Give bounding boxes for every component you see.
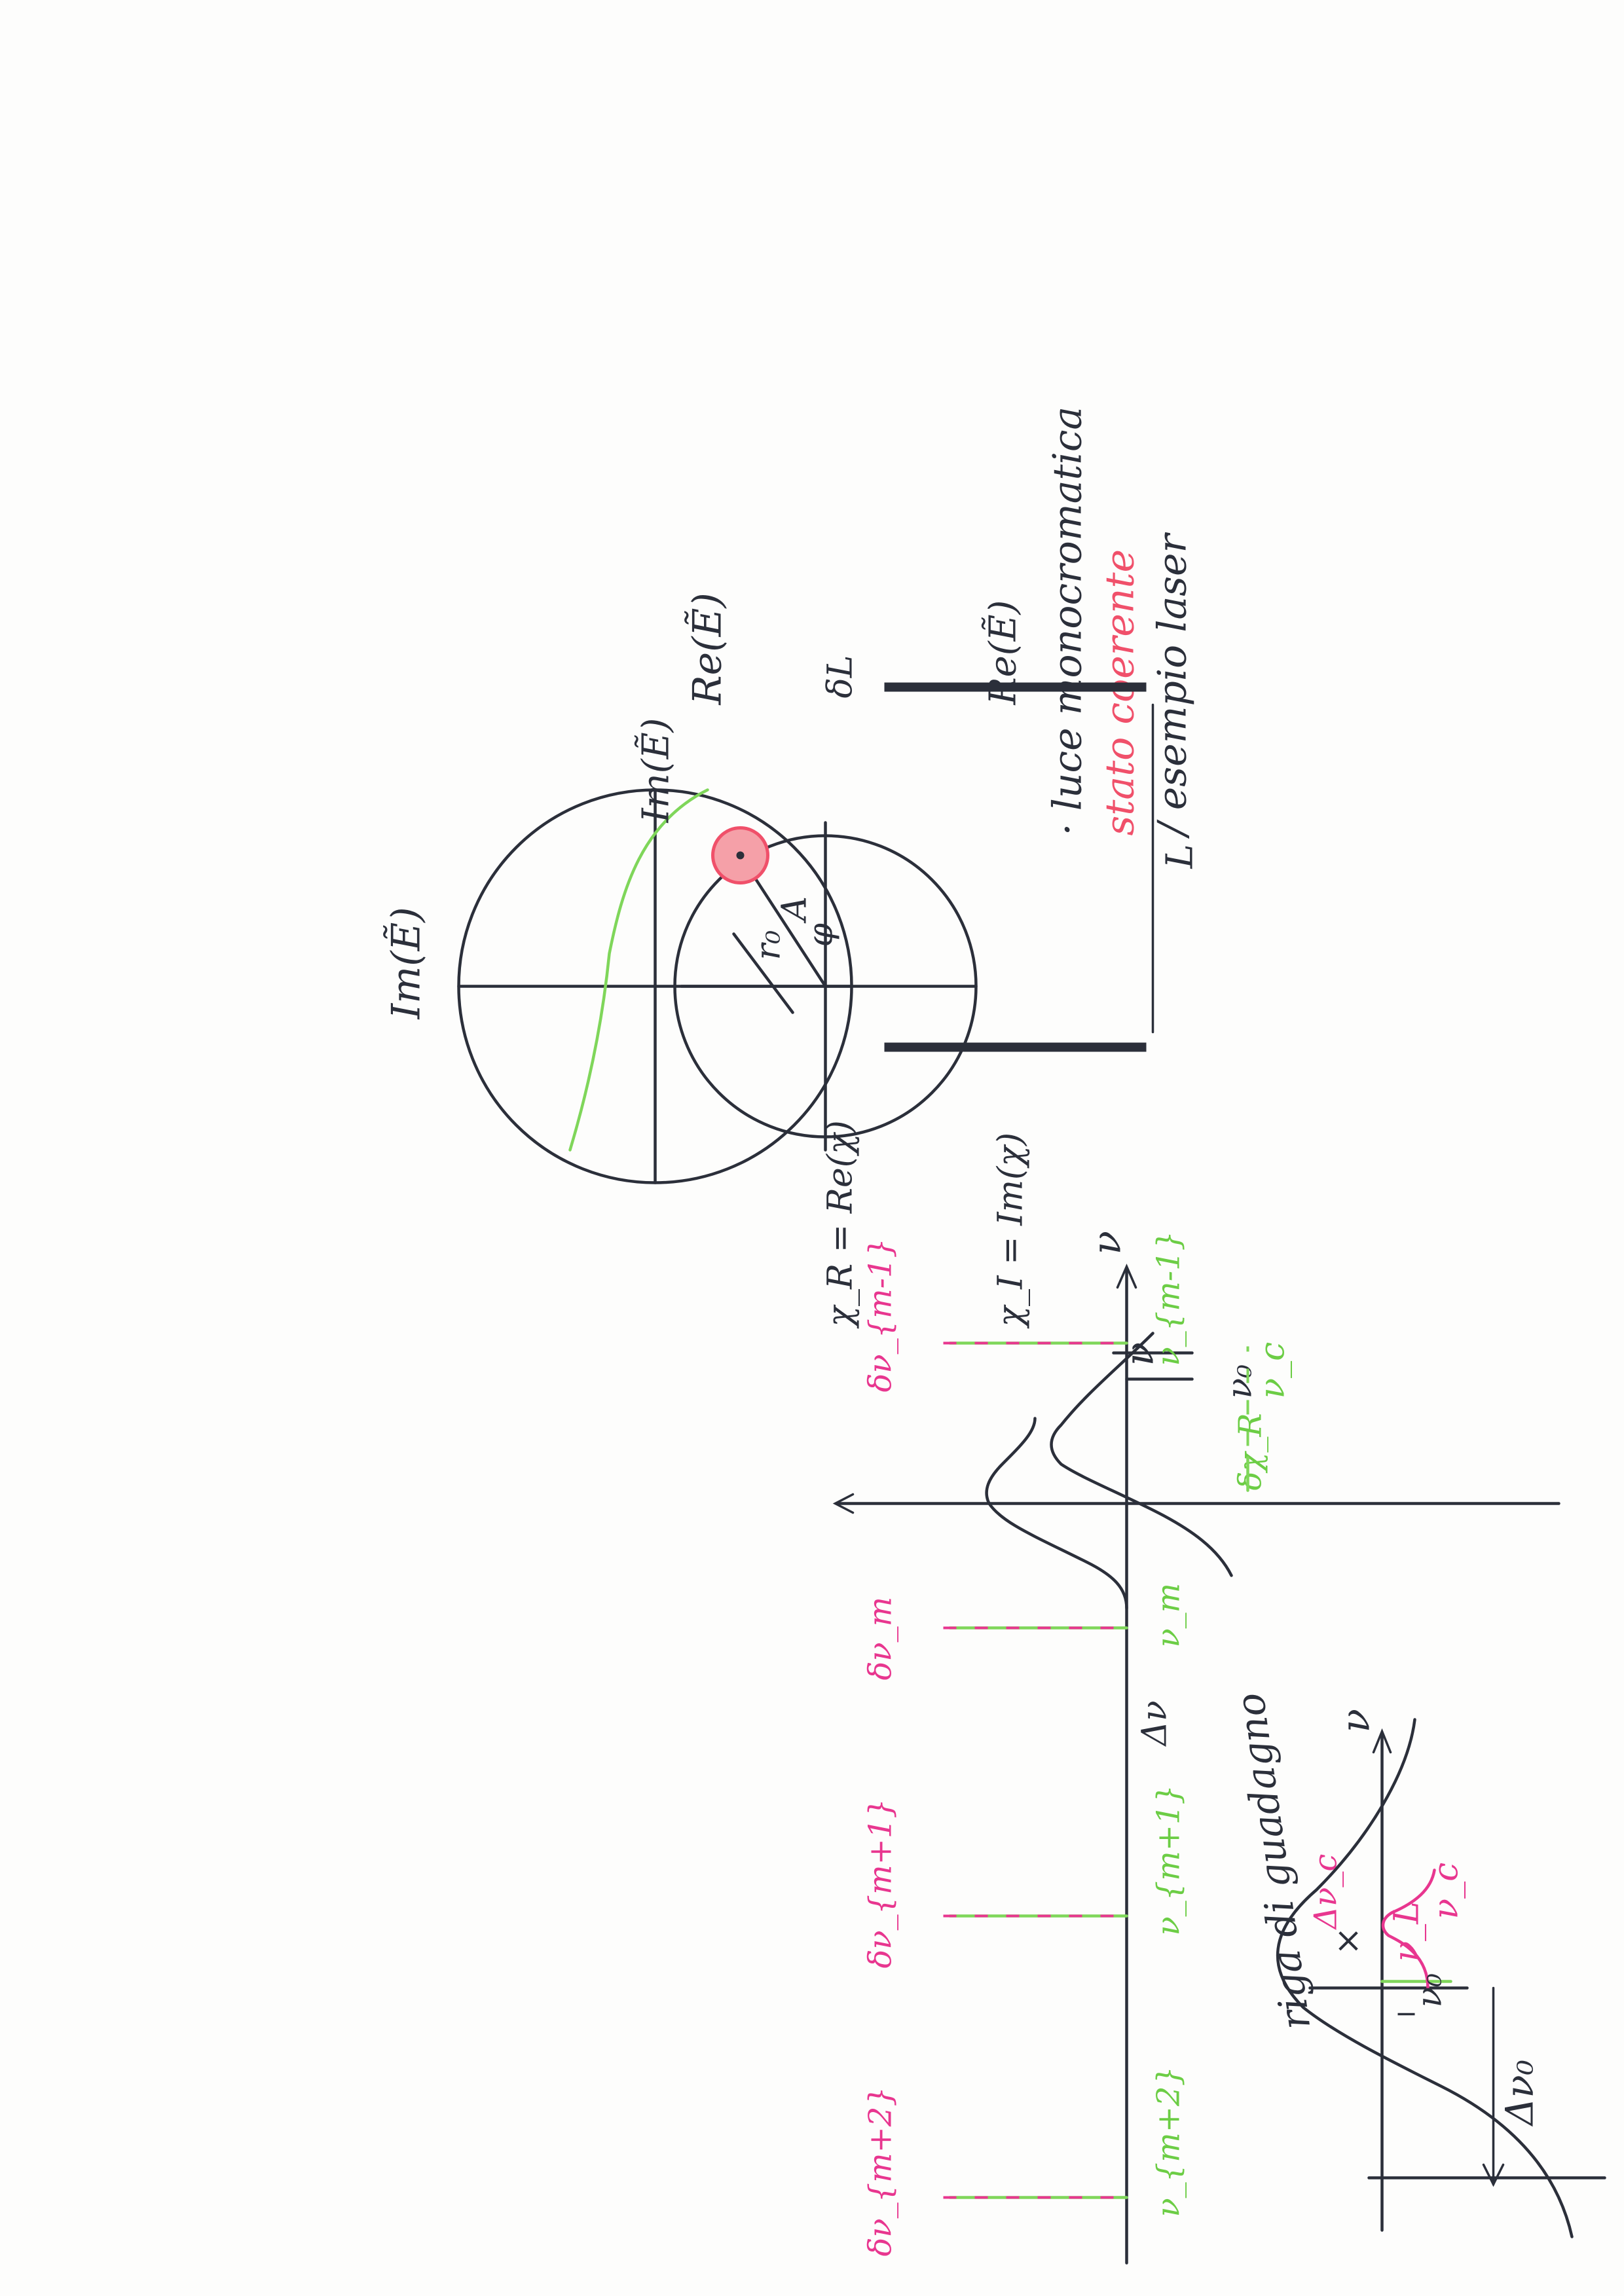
mode-linewidth-label-3: δν_{m+1} bbox=[862, 1798, 899, 1968]
coherent-angle-label: φ bbox=[802, 923, 841, 947]
susceptibility-panel: ν χ_R = Re(χ) χ_I = Im(χ) ν₀ ν_c δχ_R bbox=[821, 1120, 1560, 1610]
chi-axis-nu-label: ν bbox=[1117, 1342, 1163, 1366]
coherent-radius-label: A bbox=[775, 896, 815, 924]
mode-frequency-label-3: ν_{m+1} bbox=[1151, 1785, 1187, 1936]
noisy-phasor-panel: r₀ Im(Ẽ) Re(Ẽ) bbox=[383, 592, 853, 1184]
cavity-mirror-right bbox=[884, 682, 1147, 692]
gain-axis-nu-label: ν bbox=[1333, 1709, 1379, 1732]
cavity-delta-l-label: δL bbox=[821, 655, 860, 699]
modes-axis-nu-label: ν bbox=[1084, 1231, 1130, 1254]
cavity-length-label: L bbox=[1159, 844, 1202, 869]
mode-frequency-label-1: ν_{m-1} bbox=[1151, 1231, 1187, 1366]
cavity-mode-curve bbox=[1381, 1868, 1436, 1990]
chi-real-label: χ_R = Re(χ) bbox=[821, 1120, 860, 1329]
chi-imag-label: χ_I = Im(χ) bbox=[991, 1133, 1031, 1330]
chi-y-axis-arrow bbox=[832, 1493, 855, 1514]
noisy-phasor-radius bbox=[732, 932, 794, 1014]
mode-linewidth-label-4: δν_{m+2} bbox=[862, 2086, 899, 2256]
gain-label-x: × bbox=[1329, 1927, 1368, 1956]
noisy-phasor-im-label: Im(Ẽ) bbox=[383, 907, 430, 1019]
mode-linewidth-label-1: δν_{m-1} bbox=[862, 1238, 899, 1392]
chi-real-curve bbox=[1050, 1332, 1233, 1577]
mode-frequency-label-2: ν_m bbox=[1151, 1583, 1187, 1648]
chi-nu0-label: ν₀ bbox=[1221, 1364, 1260, 1399]
noisy-phasor-re-label: Re(Ẽ) bbox=[684, 592, 731, 705]
legend-line-coherent: stato coerente bbox=[1098, 549, 1143, 836]
delta-nu0-label: Δν₀ bbox=[1498, 2060, 1542, 2126]
noisy-phasor-radius-label: r₀ bbox=[749, 930, 788, 960]
nuL-label: ν_L bbox=[1388, 1901, 1427, 1961]
gain-curve bbox=[1276, 1718, 1574, 2238]
delta-nu0-arrow bbox=[1482, 2163, 1505, 2187]
legend-line-laser: / esempio laser bbox=[1150, 532, 1196, 839]
mode-frequency-label-4: ν_{m+2} bbox=[1151, 2066, 1187, 2217]
noisy-phasor-arc bbox=[568, 788, 709, 1152]
chi-imag-curve bbox=[985, 1417, 1128, 1610]
cavity-panel: L δL bbox=[821, 655, 1202, 1052]
gain-panel-arrow bbox=[1372, 1728, 1392, 1754]
nu0-label: ν₀ bbox=[1411, 1973, 1450, 2008]
modes-axis-arrow bbox=[1116, 1264, 1137, 1289]
delta-nuc-label: Δν_c bbox=[1308, 1854, 1344, 1931]
coherent-state-center bbox=[736, 851, 745, 860]
chi-nuc-label: ν_c bbox=[1253, 1342, 1293, 1399]
cavity-modes-panel: ν δν_{m-1} δν_m δν_{m+1} δν_{m+2} ν_{m-1… bbox=[862, 1231, 1187, 2265]
cavity-mirror-left bbox=[884, 1042, 1147, 1052]
mode-linewidth-label-2: δν_m bbox=[862, 1597, 899, 1681]
coherent-im-label: Im(Ẽ) bbox=[635, 718, 678, 824]
chi-delta-label: δχ_R bbox=[1232, 1413, 1269, 1490]
gain-line-label: riga di guadagno bbox=[1227, 1690, 1320, 2032]
legend-line-monochrome: · luce monocromatica bbox=[1045, 407, 1091, 836]
mode-spacing-label: Δν bbox=[1135, 1700, 1175, 1747]
legend: · luce monocromatica stato coerente / es… bbox=[1045, 407, 1196, 839]
nuc-label: ν_c bbox=[1427, 1863, 1466, 1920]
gain-line-panel: Δν₀ Δν_c × riga di guadagno ν₀ ν_L ν_c ν bbox=[1227, 1690, 1606, 2238]
